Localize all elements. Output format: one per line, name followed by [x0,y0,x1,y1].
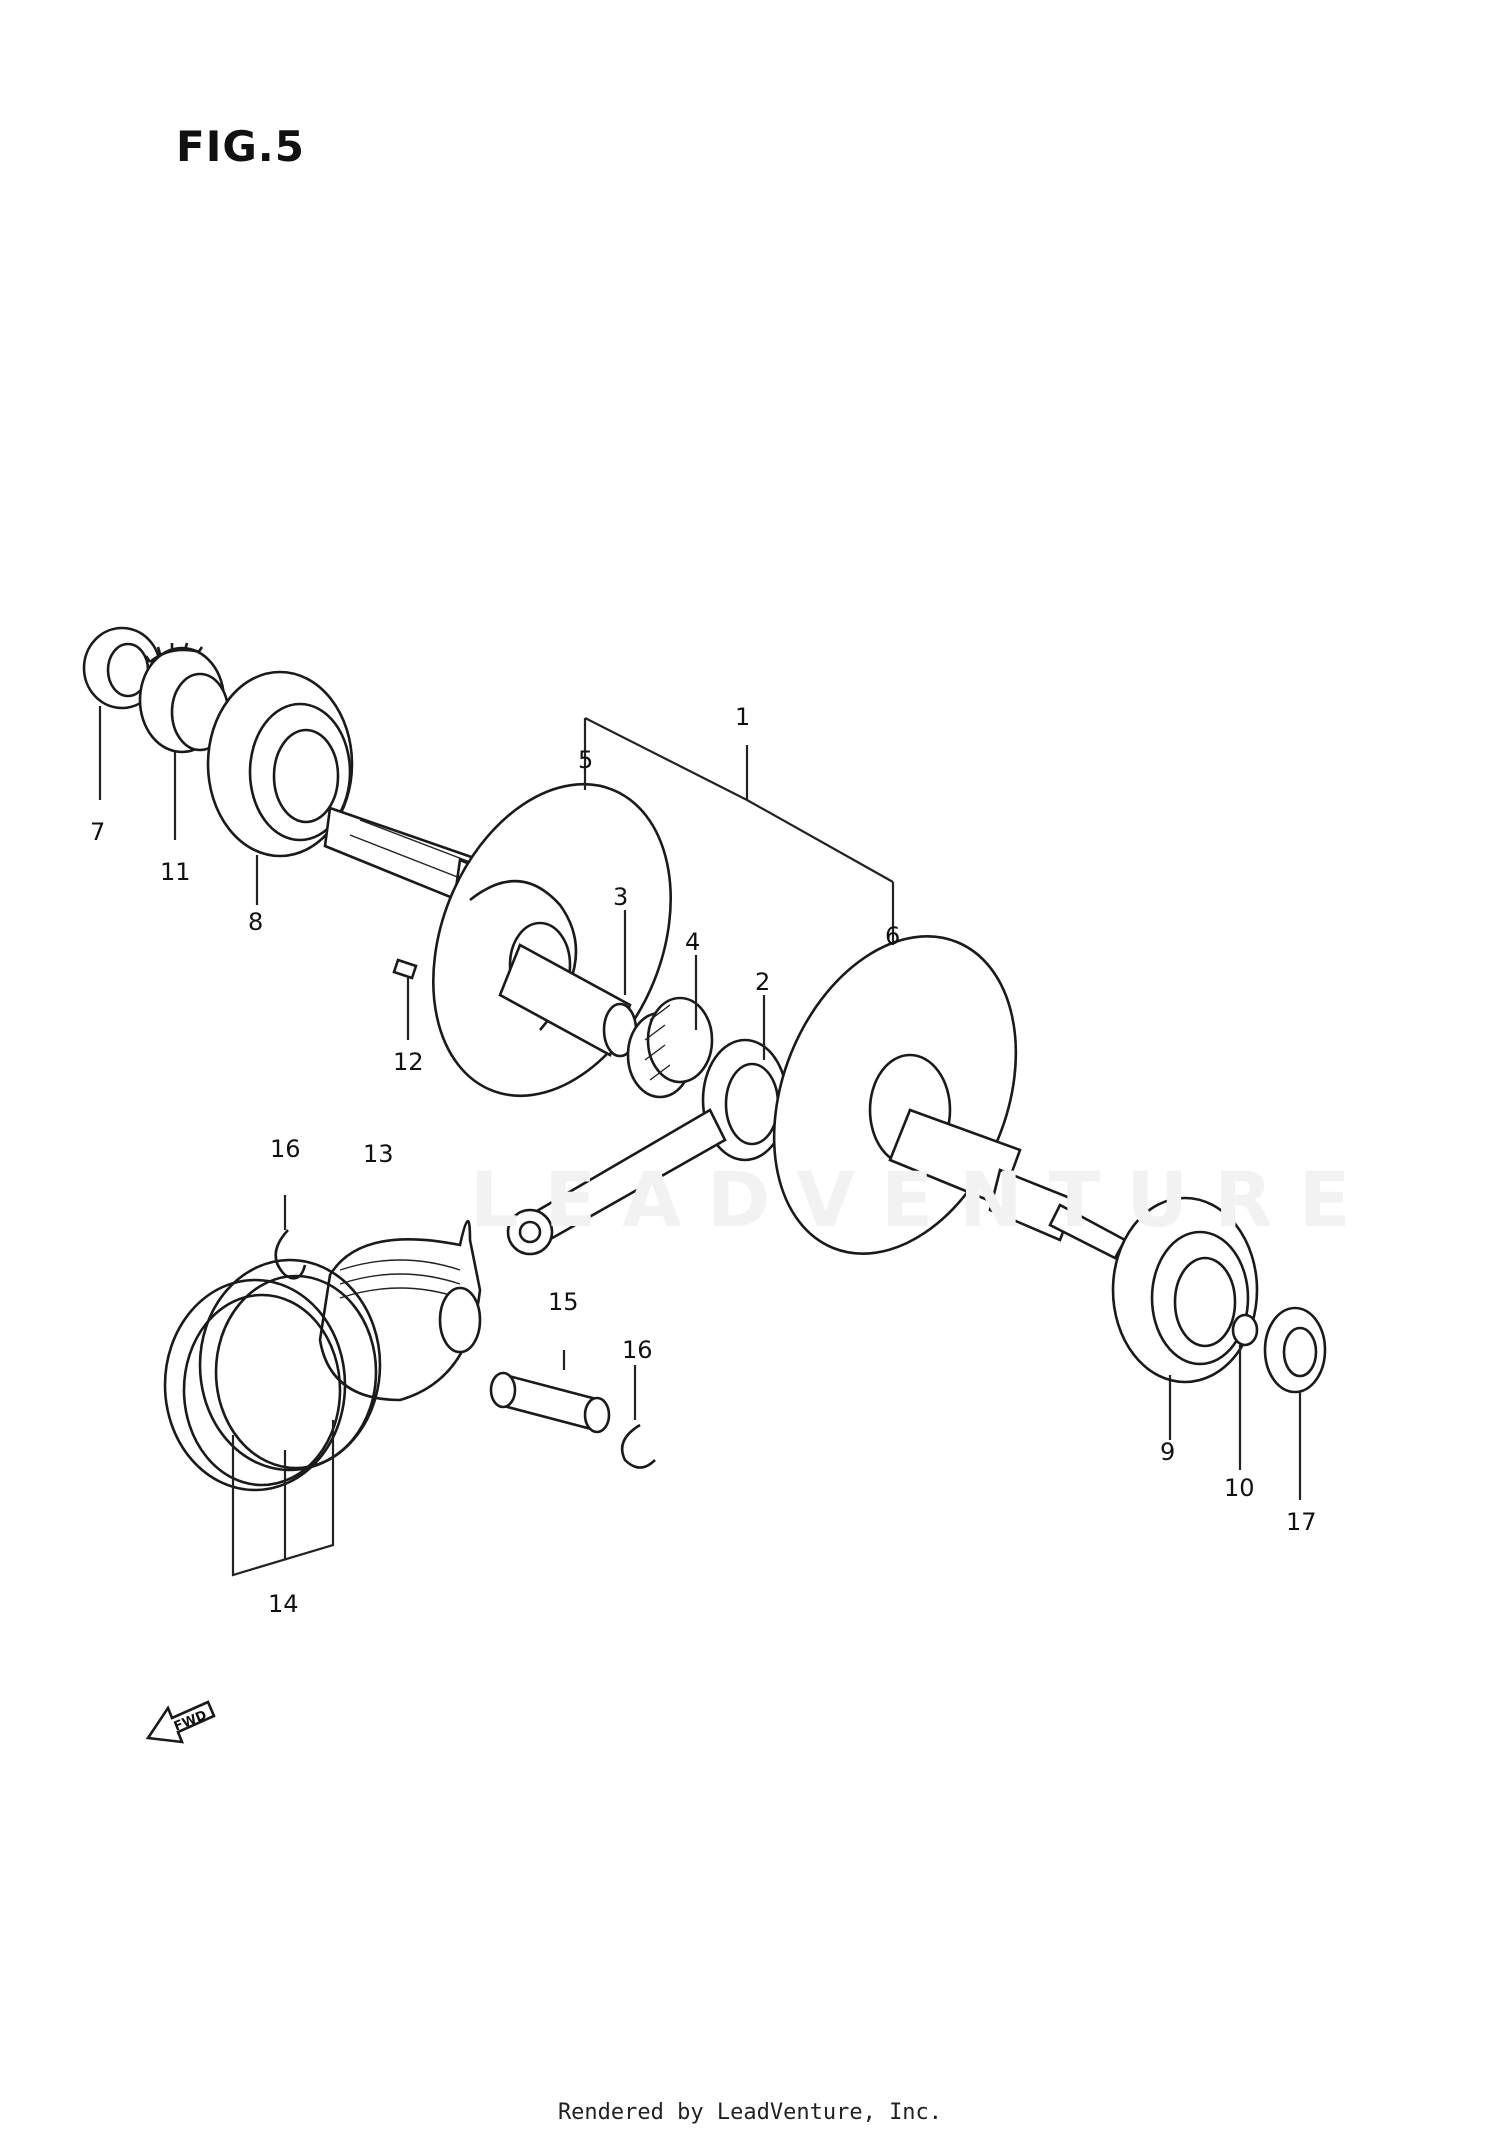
footer-credit: Rendered by LeadVenture, Inc. [557,2100,943,2125]
leader-lines [98,706,1302,1577]
callout-7: 7 [90,818,105,846]
part-piston [318,1219,482,1402]
callout-5: 5 [578,746,593,774]
part-o-ring [1231,1313,1259,1347]
callout-9: 9 [1160,1438,1175,1466]
callout-13: 13 [363,1140,394,1168]
callout-labels: 1 2 3 4 5 6 7 8 9 10 11 12 13 14 15 16 1… [90,703,1317,1618]
callout-2: 2 [755,968,770,996]
callout-3: 3 [613,883,628,911]
part-oil-seal-right [1263,1306,1327,1394]
callout-17: 17 [1286,1508,1317,1536]
part-circlip-upper [274,1229,307,1280]
part-circlip-lower [620,1423,656,1469]
callout-4: 4 [685,928,700,956]
callout-16-upper: 16 [270,1135,301,1163]
part-needle-bearing [626,996,714,1099]
callout-10: 10 [1224,1474,1255,1502]
part-piston-pin [489,1371,611,1434]
fwd-arrow-icon: FWD [145,1700,216,1744]
callout-8: 8 [248,908,263,936]
callout-16-lower: 16 [622,1336,653,1364]
part-bearing-left [206,670,354,858]
part-key [392,958,418,980]
callout-1: 1 [735,703,750,731]
callout-12: 12 [393,1048,424,1076]
watermark: LEADVENTURE [470,1155,1377,1244]
part-bearing-right [1111,1196,1259,1384]
part-crank-shaft-right [888,1108,1127,1260]
callout-15: 15 [548,1288,579,1316]
figure-title: FIG.5 [176,122,305,171]
callout-11: 11 [160,858,191,886]
callout-6: 6 [885,922,900,950]
part-connecting-rod [506,1038,789,1256]
part-piston-rings [163,1258,382,1492]
callout-14: 14 [268,1590,299,1618]
